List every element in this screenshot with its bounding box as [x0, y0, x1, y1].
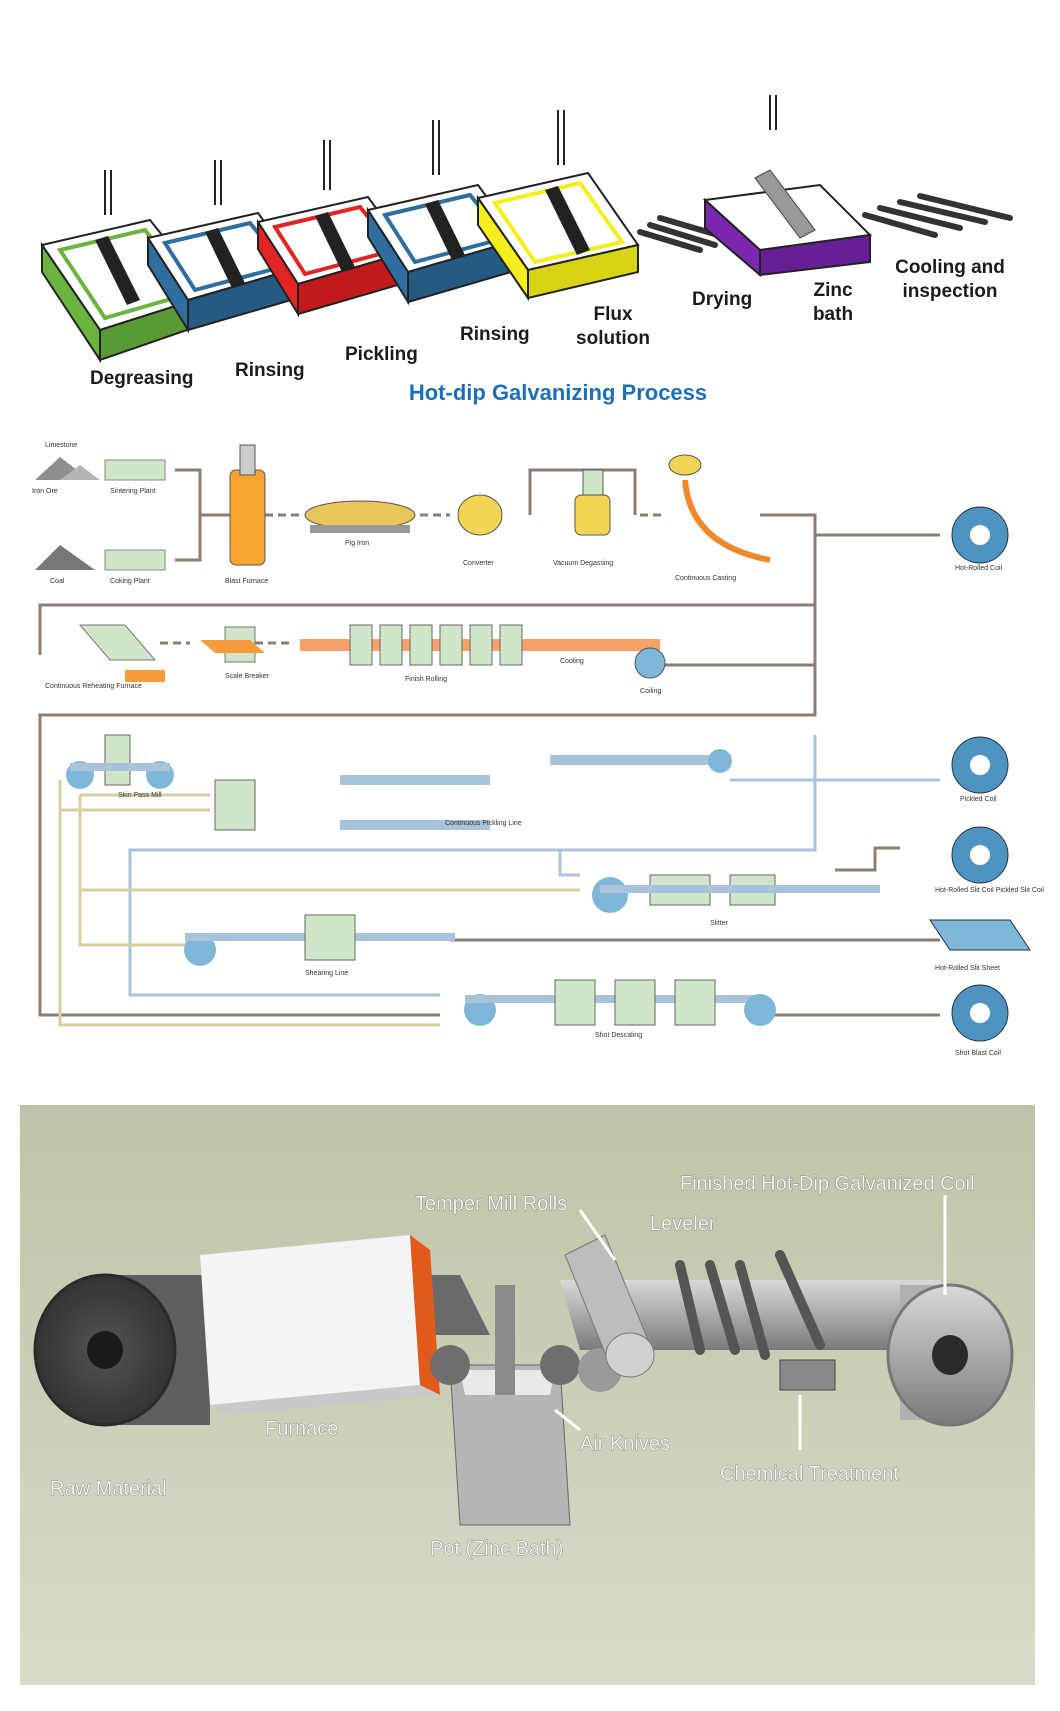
finished-coil [886, 1283, 1014, 1427]
label-slit-coil: Hot-Rolled Slit Coil Pickled Slit Coil [935, 887, 1044, 894]
label-sintering: Sintering Plant [110, 488, 156, 495]
slit-coil-icon [951, 826, 1009, 884]
vacuum-icon [574, 469, 611, 536]
label-coking: Coking Plant [110, 578, 150, 585]
zinc-pot [449, 1285, 571, 1526]
label-pot: Pot (Zinc Bath) [430, 1538, 563, 1560]
label-scale-breaker: Scale Breaker [225, 673, 270, 680]
pig-iron-car [304, 500, 416, 533]
step-label-rinsing-1: Rinsing [235, 360, 305, 381]
label-casting: Continuous Casting [675, 575, 736, 582]
step-label-degreasing: Degreasing [90, 368, 193, 389]
main-flow-lines [38, 468, 940, 1017]
label-iron-ore: Iron Ore [32, 488, 58, 495]
tank-flux [476, 171, 640, 302]
pickling-line [214, 749, 732, 831]
label-slit-sheet: Hot-Rolled Slit Sheet [935, 965, 1000, 972]
galvanizing-svg: Degreasing Rinsing Pickling Rinsing Flux… [40, 95, 1013, 405]
slit-sheet-icon [929, 919, 1031, 951]
chemical-treatment-tank [779, 1359, 836, 1391]
pot-roll-left [430, 1345, 470, 1385]
label-pickling-line: Continuous Pickling Line [445, 820, 522, 827]
galvanizing-line-svg: Raw Material Furnace Pot (Zinc Bath) Air… [20, 1105, 1035, 1685]
blue-flow-lines [128, 735, 940, 997]
galvanizing-process-diagram: Degreasing Rinsing Pickling Rinsing Flux… [0, 0, 1060, 420]
label-skin-pass: Skin Pass Mill [118, 792, 162, 799]
label-blast-furnace: Blast Furnace [225, 578, 268, 585]
finish-rolling-stands [300, 624, 666, 679]
label-shot-blast-coil: Shot Blast Coil [955, 1050, 1001, 1057]
pot-roll-right [540, 1345, 580, 1385]
pickled-coil-icon [951, 736, 1009, 794]
shot-descaling-line [464, 979, 776, 1026]
shearing-line [184, 914, 455, 966]
scale-breaker [200, 626, 265, 663]
label-coal: Coal [50, 578, 65, 585]
yellow-flow-lines [58, 780, 580, 1027]
step-label-drying: Drying [692, 289, 752, 310]
raw-material-coil [33, 1273, 210, 1427]
label-temper-mill: Temper Mill Rolls [415, 1193, 567, 1215]
steel-production-flow: Limestone Iron Ore Sintering Plant Coal … [0, 435, 1060, 1065]
label-pickled-coil: Pickled Coil [960, 796, 997, 803]
casting-icon [668, 454, 771, 563]
temper-mill-roll [564, 1234, 655, 1378]
slitter-line [592, 874, 880, 913]
label-converter: Converter [463, 560, 494, 567]
step-label-pickling: Pickling [345, 344, 418, 365]
label-finish-rolling: Finish Rolling [405, 676, 447, 683]
step-label-rinsing-2: Rinsing [460, 324, 530, 345]
continuous-galvanizing-line: Raw Material Furnace Pot (Zinc Bath) Air… [20, 1105, 1035, 1685]
label-furnace: Furnace [265, 1418, 338, 1440]
converter-icon [457, 494, 503, 536]
label-raw-material: Raw Material [50, 1478, 167, 1500]
label-reheating: Continuous Reheating Furnace [45, 683, 142, 690]
label-pig-iron: Pig Iron [345, 540, 369, 547]
steel-flow-svg: Limestone Iron Ore Sintering Plant Coal … [32, 442, 1044, 1057]
label-hot-coil: Hot-Rolled Coil [955, 565, 1003, 572]
raw-material-piles [35, 457, 166, 571]
label-shearing: Shearing Line [305, 970, 348, 977]
label-finished-coil: Finished Hot-Dip Galvanized Coil [680, 1173, 975, 1195]
blast-furnace-icon [229, 444, 266, 566]
label-leveler: Leveler [650, 1213, 716, 1235]
label-shot-descaling: Shot Descaling [595, 1032, 642, 1039]
cooling-bars [862, 193, 1013, 238]
label-limestone: Limestone [45, 442, 77, 449]
label-vacuum: Vacuum Degassing [553, 560, 613, 567]
furnace-block [200, 1235, 440, 1415]
label-arrows [554, 1195, 947, 1450]
shot-blast-coil-icon [951, 984, 1009, 1042]
hot-rolled-coil-icon [951, 506, 1009, 564]
leveler-rolls [675, 1250, 825, 1360]
label-chemical: Chemical Treatment [720, 1463, 899, 1485]
crane-cables [104, 95, 777, 215]
label-slitter: Slitter [710, 920, 729, 927]
label-air-knives: Air Knives [580, 1433, 670, 1455]
diagram-title: Hot-dip Galvanizing Process [409, 380, 707, 405]
label-cooling: Cooling [560, 658, 584, 665]
reheating-furnace [78, 624, 165, 682]
label-coiling: Coiling [640, 688, 662, 695]
skin-pass-mill [66, 734, 174, 789]
tank-zinc [702, 169, 873, 278]
